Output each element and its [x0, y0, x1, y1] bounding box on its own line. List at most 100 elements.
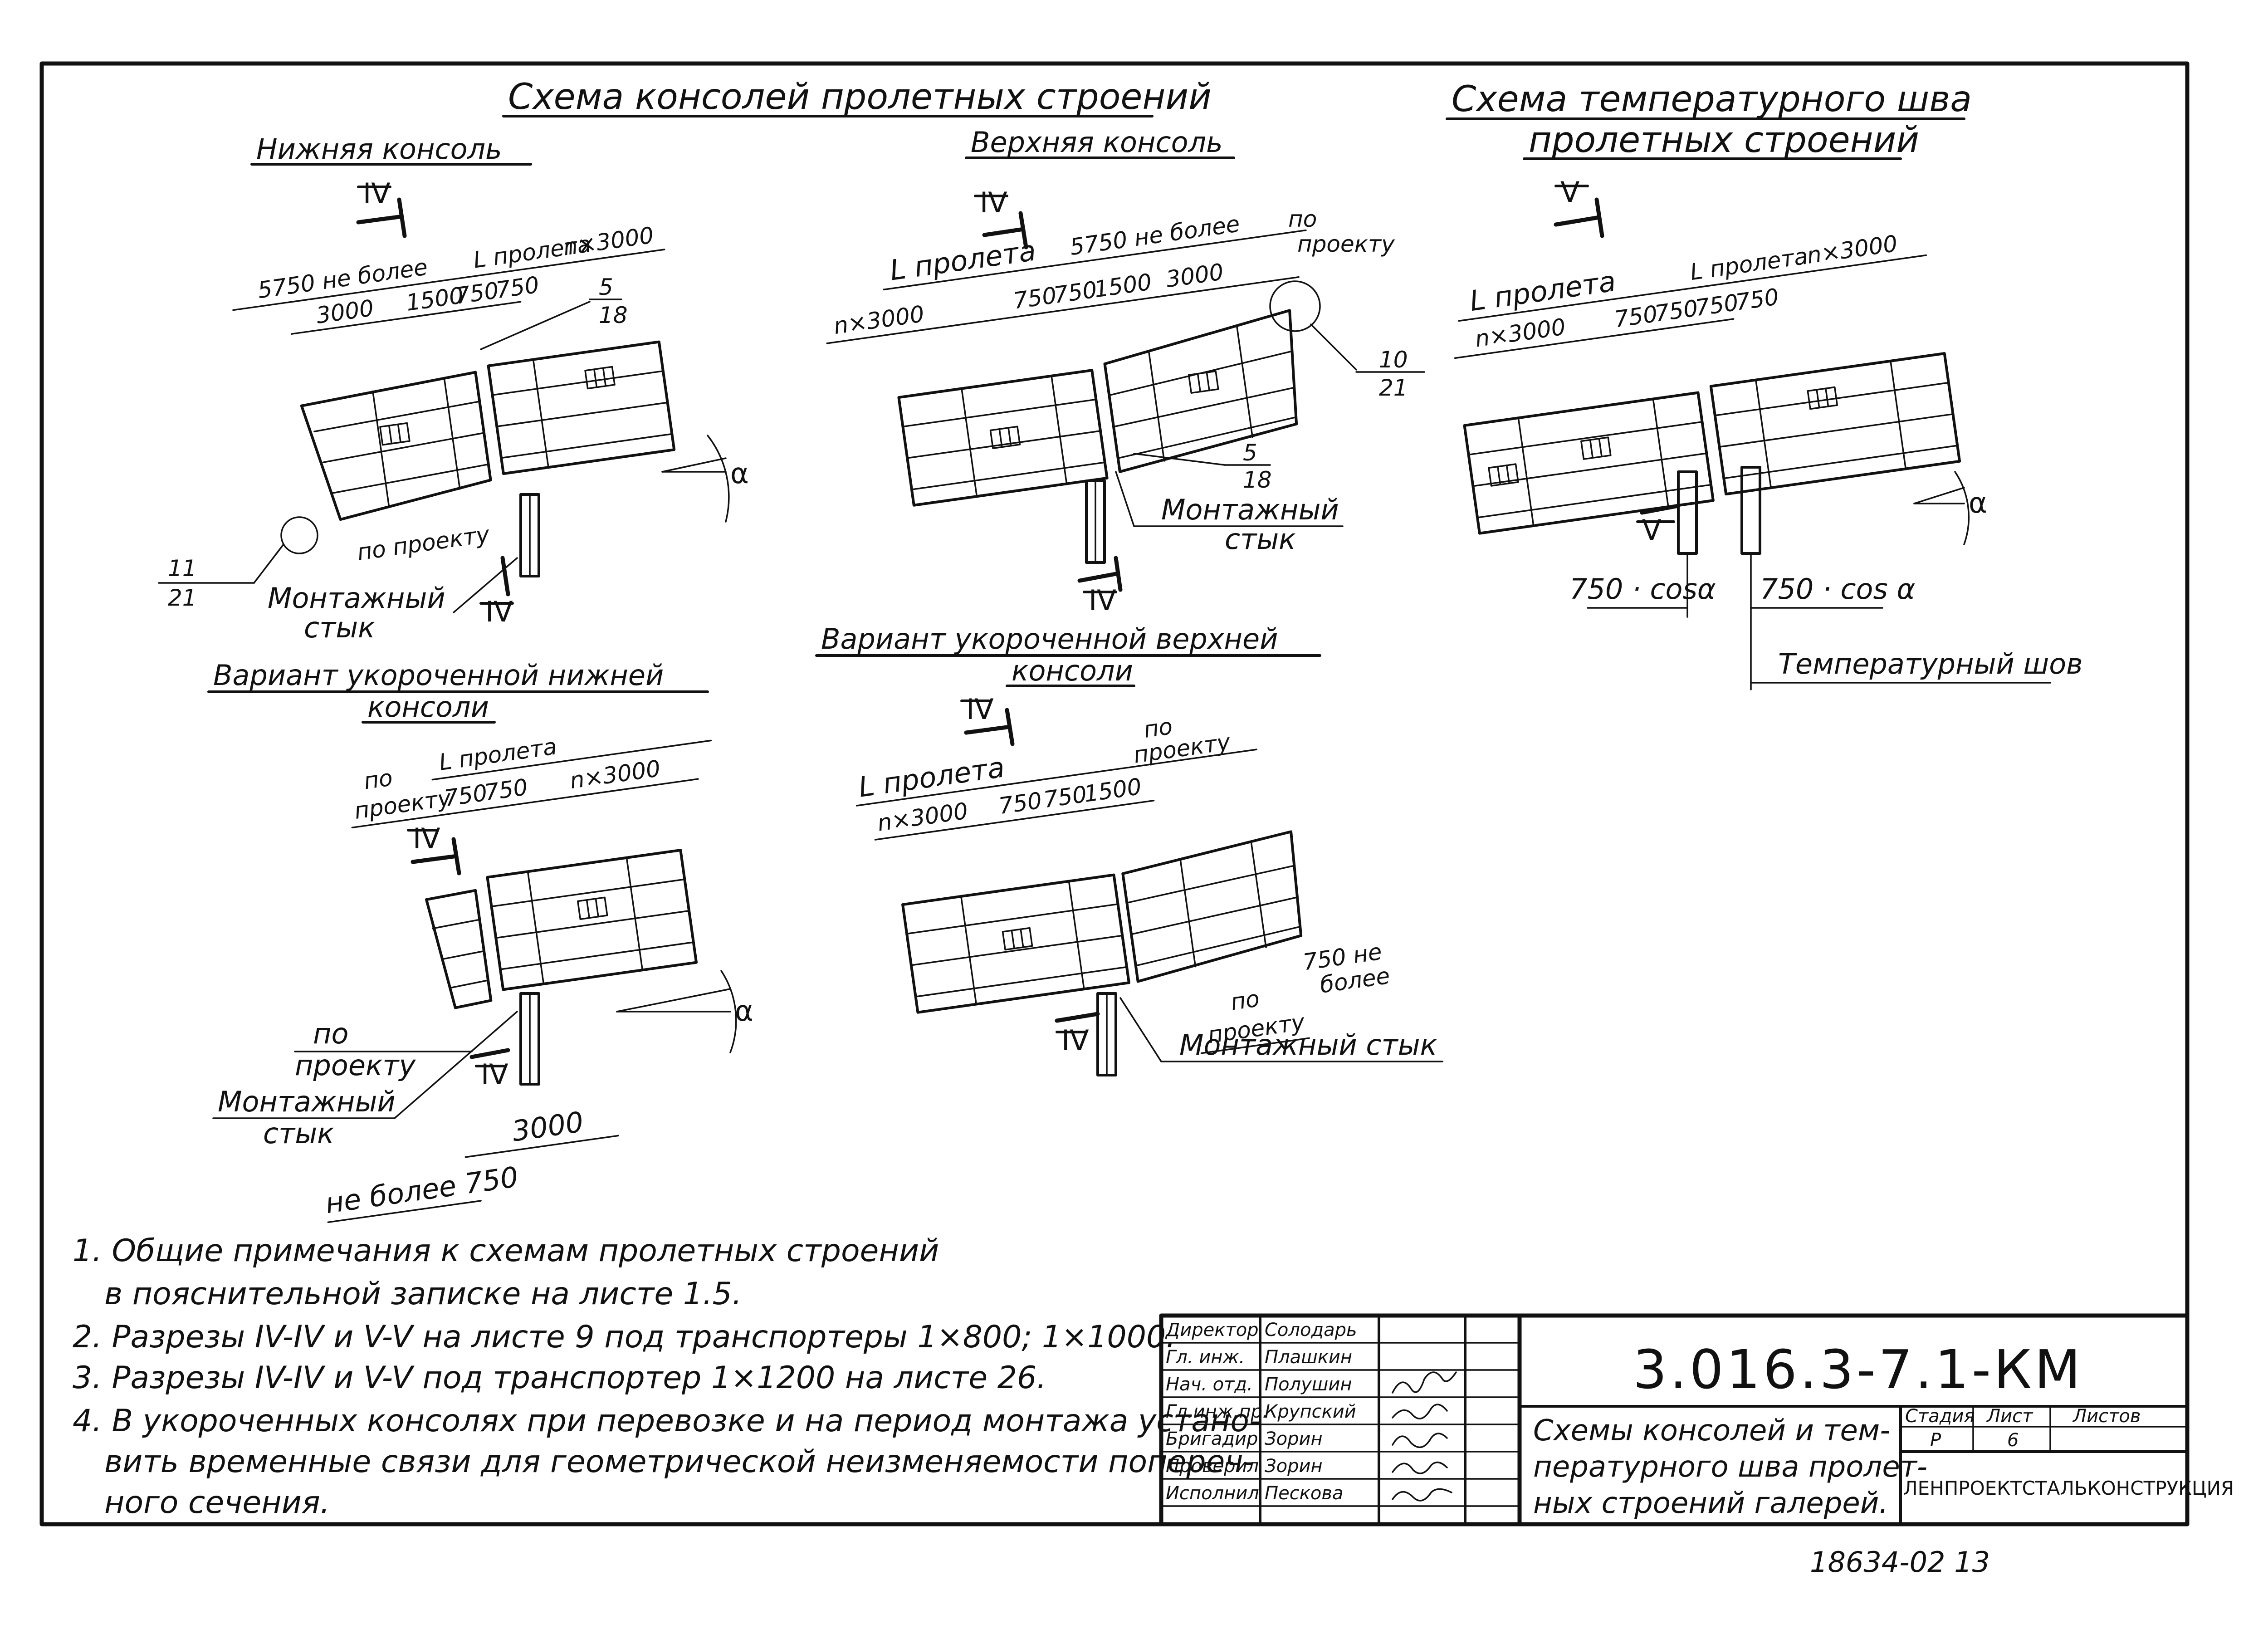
lower-callout-num: 5 — [599, 274, 613, 300]
temp-dim-n3000-right: n×3000 — [1805, 230, 1899, 269]
doc-title-l1: Схемы консолей и тем- — [1533, 1414, 1890, 1448]
short-upper-dim-po: по — [1142, 713, 1174, 743]
short-lower-section-mark: IV — [413, 822, 440, 855]
upper-callout2-den: 18 — [1243, 467, 1272, 493]
temp-dim-L-right: L пролета — [1688, 243, 1809, 285]
temp-cos-right: 750 · cos α — [1760, 572, 1915, 606]
tb-role-6: Исполнил — [1166, 1483, 1259, 1504]
upper-dim-750a: 750 — [1012, 282, 1058, 314]
tb-role-3: Гл.инж.пр. — [1166, 1401, 1268, 1422]
tb-name-1: Плашкин — [1265, 1347, 1352, 1368]
upper-by-project-l2: проекту — [1297, 231, 1395, 257]
short-upper-joint: Монтажный стык — [1179, 1028, 1437, 1062]
lower-section-mark: IV — [363, 177, 391, 210]
tb-role-0: Директор — [1165, 1320, 1259, 1340]
temp-joint-label: Температурный шов — [1778, 647, 2083, 680]
temp-cos-left: 750 · cosα — [1569, 572, 1716, 606]
note-4a: 4. В укороченных консолях при перевозке … — [73, 1403, 1261, 1439]
note-1b: в пояснительной записке на листе 1.5. — [104, 1276, 742, 1312]
upper-dim-3000: 3000 — [1164, 259, 1225, 293]
lower-section-mark-2: IV — [485, 595, 513, 628]
short-upper-section-mark: IV — [966, 693, 994, 726]
lower-callout2-den: 21 — [168, 585, 197, 611]
temp-section-mark: V — [1560, 176, 1579, 209]
short-lower-angle: α — [735, 994, 753, 1027]
upper-joint-l1: Монтажный — [1161, 493, 1339, 526]
upper-section-mark: IV — [980, 186, 1007, 219]
sheet-frame — [39, 61, 2190, 1526]
main-title: Схема консолей пролетных строений — [508, 77, 1212, 117]
tb-name-2: Полушин — [1265, 1374, 1352, 1395]
short-lower-dim-750a: 750 — [442, 779, 489, 812]
notes-block: 1. Общие примечания к схемам пролетных с… — [73, 1233, 1261, 1521]
short-upper-section-mark-2: IV — [1061, 1024, 1089, 1057]
upper-callout-den: 21 — [1379, 375, 1408, 401]
short-lower-dim-po: по — [362, 764, 394, 794]
short-lower-joint-l1: Монтажный — [218, 1085, 396, 1118]
lower-callout-den: 18 — [599, 302, 628, 328]
lower-callout2-num: 11 — [168, 555, 197, 582]
tb-role-5: Проверил — [1166, 1456, 1259, 1477]
temp-dim-750d: 750 — [1734, 284, 1781, 316]
signatures — [1392, 1371, 1457, 1502]
lower-title: Нижняя консоль — [256, 132, 502, 166]
short-lower-dim-max750: не более 750 — [323, 1160, 521, 1220]
upper-callout-num: 10 — [1379, 347, 1408, 373]
short-lower-section-mark-2: IV — [481, 1058, 508, 1091]
view-short-upper-console: Вариант укороченной верхней консоли IV L… — [815, 622, 1443, 1076]
tb-name-0: Солодарь — [1265, 1320, 1357, 1340]
short-lower-dim-750b: 750 — [483, 774, 529, 806]
temp-dim-750b: 750 — [1653, 295, 1700, 327]
stage-label: Стадия — [1905, 1406, 1975, 1427]
note-4b: вить временные связи для геометрической … — [104, 1444, 1254, 1480]
short-lower-dim-L: L пролета — [437, 733, 558, 776]
upper-dim-750b: 750 — [1052, 276, 1099, 308]
sheet-value: 6 — [2007, 1430, 2019, 1451]
lower-angle: α — [730, 457, 749, 490]
stage-value: Р — [1930, 1430, 1941, 1451]
title-block: Директор Солодарь Гл. инж. Плашкин Нач. … — [1159, 1313, 2234, 1526]
short-upper-dim-n3000: n×3000 — [876, 797, 970, 836]
view-upper-console: Верхняя консоль IV 5750 не более L проле… — [826, 126, 1425, 617]
upper-section-mark-2: IV — [1089, 584, 1116, 617]
note-4c: ного сечения. — [104, 1485, 330, 1521]
short-upper-dim-750b: 750 — [1042, 781, 1089, 813]
lower-dim-n3000: n×3000 — [562, 222, 655, 260]
tb-name-6: Пескова — [1265, 1483, 1343, 1504]
doc-title-l2: пературного шва пролет- — [1533, 1450, 1927, 1484]
lower-joint-l1: Монтажный — [268, 582, 445, 615]
lower-by-project: по проекту — [356, 521, 492, 566]
tb-name-5: Зорин — [1265, 1456, 1323, 1477]
doc-title-l3: ных строений галерей. — [1533, 1487, 1888, 1520]
short-lower-title-l2: консоли — [367, 690, 489, 724]
short-upper-dim-1500: 1500 — [1082, 773, 1143, 807]
short-upper-title-l2: консоли — [1012, 654, 1133, 687]
temp-angle: α — [1969, 486, 1987, 519]
tb-name-3: Крупский — [1265, 1401, 1356, 1422]
doc-code: 3.016.3-7.1-КМ — [1633, 1338, 2083, 1401]
sheet-label: Лист — [1986, 1406, 2033, 1427]
temp-dim-750c: 750 — [1693, 289, 1740, 322]
upper-title: Верхняя консоль — [971, 126, 1223, 159]
lower-joint-l2: стык — [304, 611, 375, 644]
short-upper-dim-750a: 750 — [997, 787, 1044, 819]
short-lower-by-project-l1: по — [313, 1017, 348, 1050]
upper-callout2-num: 5 — [1243, 440, 1257, 466]
temp-dim-n3000-left: n×3000 — [1473, 313, 1567, 352]
temp-dim-750a: 750 — [1613, 301, 1659, 333]
short-lower-joint-l2: стык — [263, 1117, 334, 1150]
tb-role-1: Гл. инж. — [1166, 1347, 1245, 1368]
footer-number: 18634-02 13 — [1810, 1546, 1990, 1579]
short-lower-title-l1: Вариант укороченной нижней — [213, 659, 664, 692]
upper-dim-n3000: n×3000 — [832, 301, 926, 339]
short-lower-by-project-l2: проекту — [295, 1049, 416, 1082]
view-short-lower-console: Вариант укороченной нижней консоли L про… — [207, 659, 753, 1223]
temp-section-mark-2: V — [1642, 514, 1661, 547]
short-upper-bottom-po: по — [1229, 985, 1261, 1015]
note-2: 2. Разрезы IV-IV и V-V на листе 9 под тр… — [73, 1319, 1176, 1355]
upper-dim-5750: 5750 не более — [1068, 210, 1242, 260]
upper-by-project-l1: по — [1288, 206, 1317, 232]
short-lower-dim-n3000: n×3000 — [568, 755, 662, 794]
